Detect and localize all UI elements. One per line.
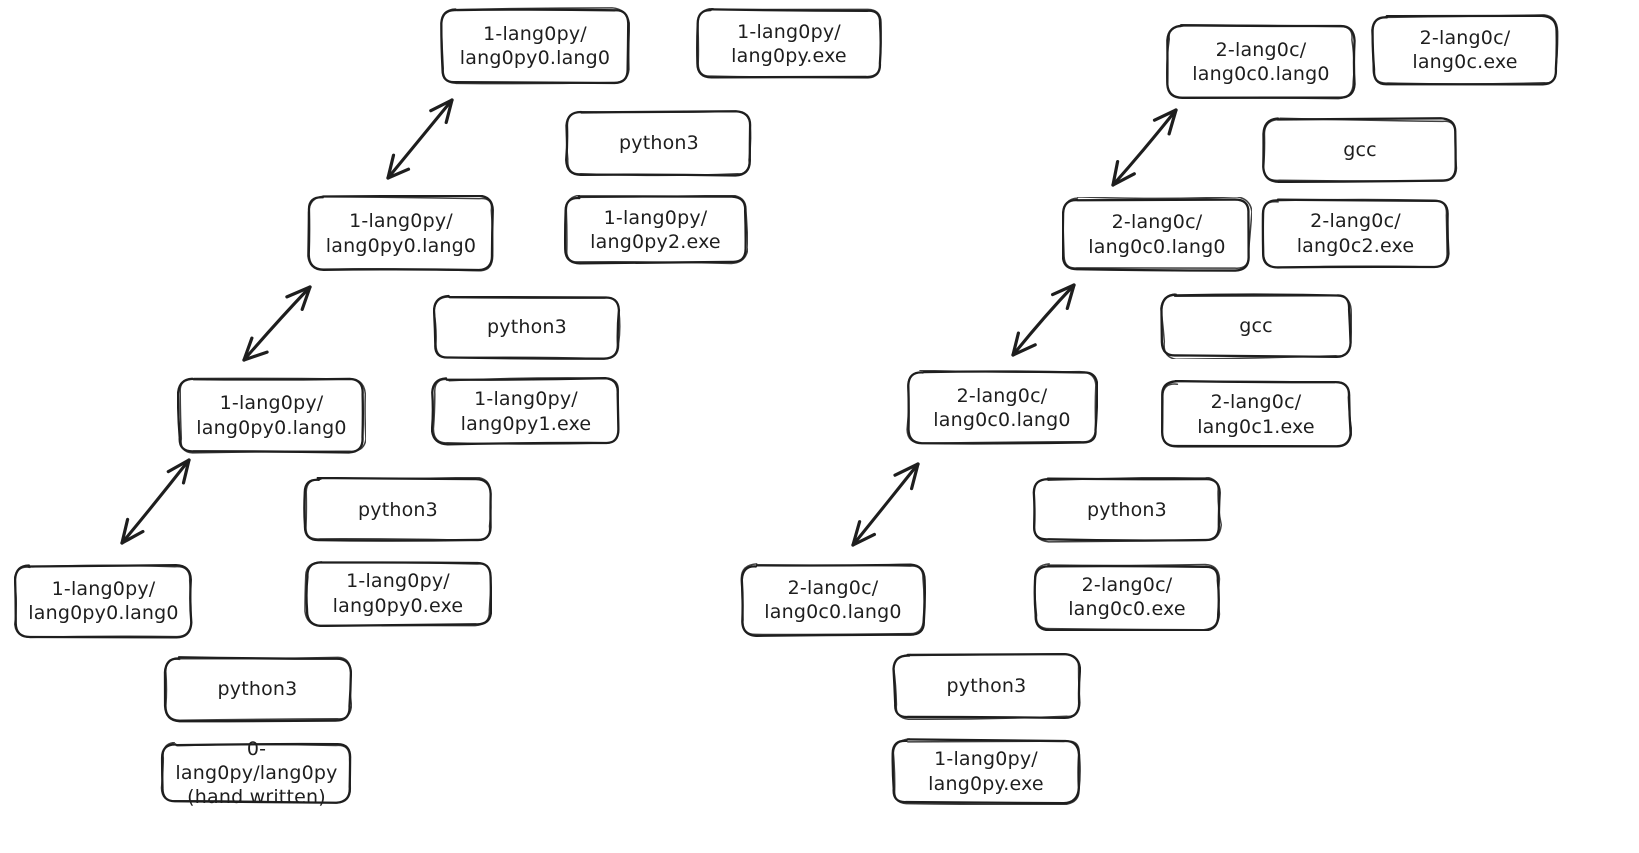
node-outline-l-tool-3 (565, 110, 752, 177)
node-l-mid1-source[interactable]: 1-lang0py/ lang0py0.lang0 (307, 195, 495, 272)
node-l-in-1[interactable]: 1-lang0py/ lang0py0.exe (304, 560, 492, 627)
node-label-r-mid2-source: 2-lang0c/ lang0c0.lang0 (933, 384, 1071, 431)
node-l-tool-0[interactable]: python3 (163, 656, 352, 723)
node-outline-r-tool-0 (892, 653, 1081, 720)
node-r-tool-1[interactable]: python3 (1032, 477, 1222, 543)
node-l-tool-2[interactable]: python3 (433, 294, 621, 360)
node-label-r-tool-1: python3 (1087, 498, 1167, 521)
node-label-l-in-1: 1-lang0py/ lang0py0.exe (332, 570, 464, 617)
node-outline-r-mid2-source (906, 370, 1098, 445)
arrow-right-3-head-start (851, 520, 876, 547)
node-outline-r-mid1-source (1062, 197, 1252, 272)
node-outline-r-top-exe (1371, 14, 1559, 86)
arrow-left-2-head-end (285, 285, 312, 311)
node-r-bot-source[interactable]: 2-lang0c/ lang0c0.lang0 (740, 563, 926, 637)
node-l-in-0[interactable]: 0-lang0py/lang0py (hand written) (160, 738, 353, 808)
node-r-in-1[interactable]: 2-lang0c/ lang0c0.exe (1033, 563, 1221, 631)
node-label-l-top-source: 1-lang0py/ lang0py0.lang0 (459, 22, 611, 69)
node-l-top-exe[interactable]: 1-lang0py/ lang0py.exe (695, 8, 883, 80)
node-r-in-0[interactable]: 1-lang0py/ lang0py.exe (891, 738, 1081, 805)
node-l-tool-1[interactable]: python3 (303, 477, 493, 543)
node-l-bot-source[interactable]: 1-lang0py/ lang0py0.lang0 (14, 563, 193, 639)
node-label-l-top-exe: 1-lang0py/ lang0py.exe (731, 20, 847, 67)
node-label-l-tool-3: python3 (619, 132, 699, 155)
node-label-l-tool-0: python3 (217, 678, 298, 701)
arrow-right-2-head-start (1011, 331, 1037, 357)
node-outline-l-in-2 (431, 377, 620, 446)
node-label-r-bot-source: 2-lang0c/ lang0c0.lang0 (764, 576, 902, 623)
node-label-r-top-exe: 2-lang0c/ lang0c.exe (1412, 26, 1518, 73)
arrow-right-3-head-end (893, 462, 920, 491)
node-r-tool-3[interactable]: gcc (1262, 117, 1458, 183)
node-outline-r-top-source (1166, 24, 1356, 100)
node-label-l-in-0: 0-lang0py/lang0py (hand written) (175, 737, 338, 809)
node-label-r-in-2: 2-lang0c/ lang0c1.exe (1197, 391, 1315, 438)
node-label-r-top-source: 2-lang0c/ lang0c0.lang0 (1192, 38, 1330, 85)
node-outline-r-tool-2 (1160, 293, 1352, 359)
node-l-top-source[interactable]: 1-lang0py/ lang0py0.lang0 (440, 7, 630, 85)
node-r-tool-2[interactable]: gcc (1160, 293, 1352, 359)
node-outline-l-in-0 (160, 742, 352, 804)
node-outline-r-bot-source (740, 563, 926, 637)
node-outline-l-top-exe (696, 8, 882, 79)
node-label-r-in-0: 1-lang0py/ lang0py.exe (928, 748, 1044, 795)
node-label-r-in-1: 2-lang0c/ lang0c0.exe (1068, 573, 1186, 620)
arrow-left-1 (386, 98, 454, 180)
arrow-left-2-head-start (242, 336, 269, 362)
node-l-in-3[interactable]: 1-lang0py/ lang0py2.exe (563, 195, 748, 265)
arrow-right-1-head-end (1152, 108, 1178, 136)
node-outline-l-tool-0 (163, 656, 352, 723)
arrow-right-2 (1011, 283, 1076, 357)
node-outline-l-mid1-source (307, 195, 494, 272)
node-outline-r-tool-1 (1032, 477, 1222, 543)
arrow-left-2 (242, 285, 312, 362)
node-l-mid2-source[interactable]: 1-lang0py/ lang0py0.lang0 (177, 377, 366, 454)
node-outline-l-in-3 (563, 195, 748, 265)
arrow-right-3 (851, 462, 920, 547)
node-outline-l-tool-2 (433, 294, 621, 360)
arrow-left-1-head-end (429, 98, 454, 125)
node-outline-r-in-2 (1161, 380, 1352, 448)
node-r-top-source[interactable]: 2-lang0c/ lang0c0.lang0 (1166, 24, 1356, 100)
node-label-l-in-2: 1-lang0py/ lang0py1.exe (460, 388, 592, 435)
node-label-l-tool-1: python3 (358, 498, 438, 521)
node-r-mid1-source[interactable]: 2-lang0c/ lang0c0.lang0 (1062, 197, 1252, 272)
node-outline-r-in-3 (1261, 198, 1450, 269)
node-outline-l-tool-1 (303, 477, 492, 542)
arrow-left-3-head-start (120, 517, 145, 545)
node-label-r-in-3: 2-lang0c/ lang0c2.exe (1296, 210, 1415, 257)
node-outline-l-bot-source (14, 564, 193, 639)
node-label-l-in-3: 1-lang0py/ lang0py2.exe (590, 206, 721, 253)
node-r-mid2-source[interactable]: 2-lang0c/ lang0c0.lang0 (906, 370, 1098, 446)
node-label-l-tool-2: python3 (487, 315, 567, 338)
node-label-r-tool-3: gcc (1343, 138, 1377, 161)
node-outline-l-mid2-source (177, 377, 366, 454)
arrow-right-1 (1111, 108, 1178, 187)
node-label-l-mid2-source: 1-lang0py/ lang0py0.lang0 (196, 392, 347, 439)
node-outline-r-tool-3 (1262, 117, 1458, 183)
node-r-tool-0[interactable]: python3 (892, 653, 1081, 720)
node-r-in-2[interactable]: 2-lang0c/ lang0c1.exe (1160, 380, 1352, 449)
node-outline-l-top-source (440, 7, 630, 85)
arrow-left-3-head-end (166, 458, 191, 485)
node-outline-l-in-1 (304, 561, 492, 627)
node-l-in-2[interactable]: 1-lang0py/ lang0py1.exe (431, 377, 621, 446)
node-label-r-tool-2: gcc (1239, 314, 1273, 337)
node-label-l-mid1-source: 1-lang0py/ lang0py0.lang0 (325, 210, 477, 257)
node-label-r-mid1-source: 2-lang0c/ lang0c0.lang0 (1088, 211, 1226, 258)
node-r-top-exe[interactable]: 2-lang0c/ lang0c.exe (1371, 14, 1559, 86)
node-outline-r-in-1 (1033, 563, 1221, 631)
arrow-right-1-head-start (1111, 160, 1136, 187)
arrow-right-2-head-end (1051, 283, 1076, 310)
arrow-left-3 (120, 458, 191, 545)
node-outline-r-in-0 (891, 738, 1081, 805)
arrow-left-1-head-start (386, 153, 411, 180)
node-label-r-tool-0: python3 (946, 675, 1027, 698)
node-r-in-3[interactable]: 2-lang0c/ lang0c2.exe (1261, 198, 1450, 269)
node-label-l-bot-source: 1-lang0py/ lang0py0.lang0 (28, 577, 179, 624)
node-l-tool-3[interactable]: python3 (565, 110, 753, 177)
